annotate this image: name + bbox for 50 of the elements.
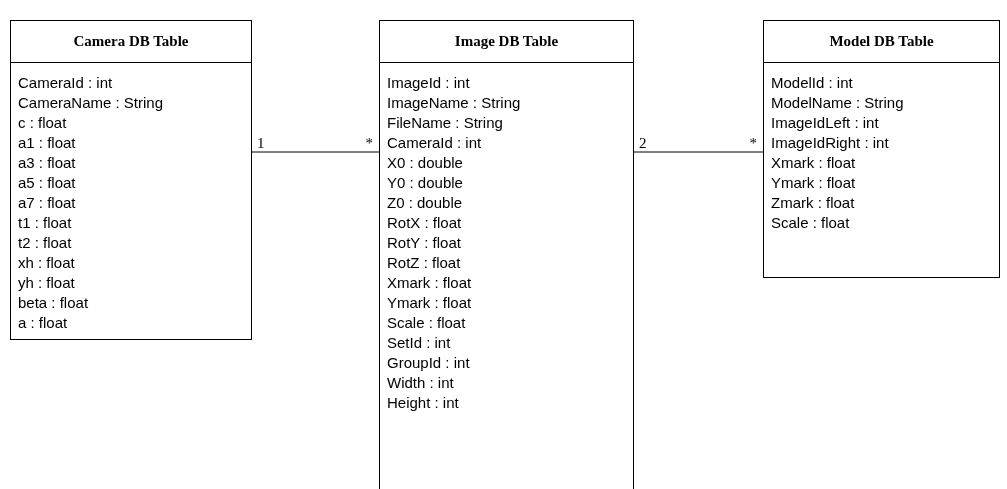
field-text: ImageId : int <box>387 73 470 93</box>
field-text: Zmark : float <box>771 193 855 213</box>
field-text: a3 : float <box>18 153 76 173</box>
field-text: a1 : float <box>18 133 76 153</box>
field-text: Z0 : double <box>387 193 463 213</box>
table-title: Image DB Table <box>454 32 559 52</box>
field-text: CameraId : int <box>18 73 113 93</box>
field-text: Xmark : float <box>771 153 856 173</box>
field-text: c : float <box>18 113 67 133</box>
table-title: Camera DB Table <box>73 32 189 52</box>
multiplicity-label: 2 <box>639 135 647 151</box>
multiplicity-label: * <box>365 135 373 151</box>
association-line <box>633 151 764 153</box>
field-text: a : float <box>18 313 68 333</box>
table-title: Model DB Table <box>829 32 934 52</box>
field-text: GroupId : int <box>387 353 470 373</box>
field-text: CameraName : String <box>18 93 164 113</box>
field-text: a7 : float <box>18 193 76 213</box>
field-text: Height : int <box>387 393 459 413</box>
field-text: ModelName : String <box>771 93 904 113</box>
association-line <box>251 151 380 153</box>
field-text: CameraId : int <box>387 133 482 153</box>
field-text: Ymark : float <box>771 173 856 193</box>
field-text: FileName : String <box>387 113 503 133</box>
field-text: ImageIdRight : int <box>771 133 889 153</box>
field-text: ImageIdLeft : int <box>771 113 879 133</box>
table-box <box>763 20 1000 278</box>
table-box <box>10 20 252 340</box>
field-text: Y0 : double <box>387 173 463 193</box>
field-text: xh : float <box>18 253 75 273</box>
field-text: ImageName : String <box>387 93 521 113</box>
table-box <box>379 20 634 489</box>
field-text: RotY : float <box>387 233 461 253</box>
field-text: SetId : int <box>387 333 451 353</box>
multiplicity-label: 1 <box>257 135 265 151</box>
field-text: Scale : float <box>771 213 850 233</box>
field-text: t2 : float <box>18 233 72 253</box>
field-text: X0 : double <box>387 153 463 173</box>
multiplicity-label: * <box>749 135 757 151</box>
field-text: Width : int <box>387 373 454 393</box>
field-text: a5 : float <box>18 173 76 193</box>
field-text: t1 : float <box>18 213 72 233</box>
field-text: Ymark : float <box>387 293 472 313</box>
field-text: Xmark : float <box>387 273 472 293</box>
field-text: ModelId : int <box>771 73 853 93</box>
field-text: Scale : float <box>387 313 466 333</box>
field-text: RotZ : float <box>387 253 461 273</box>
field-text: beta : float <box>18 293 89 313</box>
field-text: yh : float <box>18 273 75 293</box>
field-text: RotX : float <box>387 213 462 233</box>
